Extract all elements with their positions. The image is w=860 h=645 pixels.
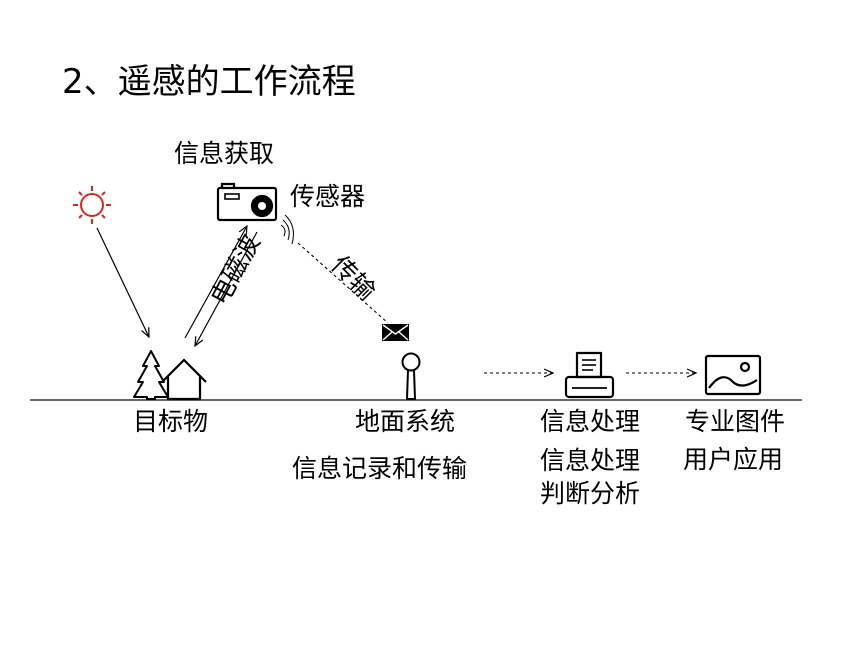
envelope-icon bbox=[382, 324, 409, 341]
downward-radiation-arrow bbox=[195, 231, 258, 346]
printer-icon bbox=[564, 351, 615, 399]
antenna-icon bbox=[401, 352, 421, 400]
image-icon bbox=[704, 354, 762, 396]
processing-description: 信息处理 判断分析 bbox=[540, 445, 640, 510]
acquisition-label: 信息获取 bbox=[174, 139, 275, 168]
transmission-line bbox=[297, 242, 389, 324]
processing-line: 判断分析 bbox=[540, 478, 641, 508]
ground-system-label: 地面系统 bbox=[355, 407, 456, 436]
target-label: 目标物 bbox=[133, 407, 209, 436]
page-title: 2、遥感的工作流程 bbox=[62, 62, 356, 102]
processing-line: 信息处理 bbox=[540, 446, 641, 475]
tree-icon bbox=[133, 350, 169, 400]
record-transmit-label: 信息记录和传输 bbox=[292, 454, 468, 483]
application-heading: 专业图件 bbox=[685, 407, 786, 436]
camera-icon bbox=[216, 182, 278, 222]
sun-icon bbox=[73, 186, 111, 224]
upward-radiation-arrow bbox=[184, 226, 247, 339]
house-icon bbox=[161, 358, 207, 401]
signal-waves-icon bbox=[280, 214, 294, 245]
application-description: 用户应用 bbox=[683, 445, 784, 474]
incident-ray-arrow bbox=[96, 227, 149, 337]
sensor-label: 传感器 bbox=[290, 182, 366, 211]
processing-heading: 信息处理 bbox=[540, 407, 641, 436]
